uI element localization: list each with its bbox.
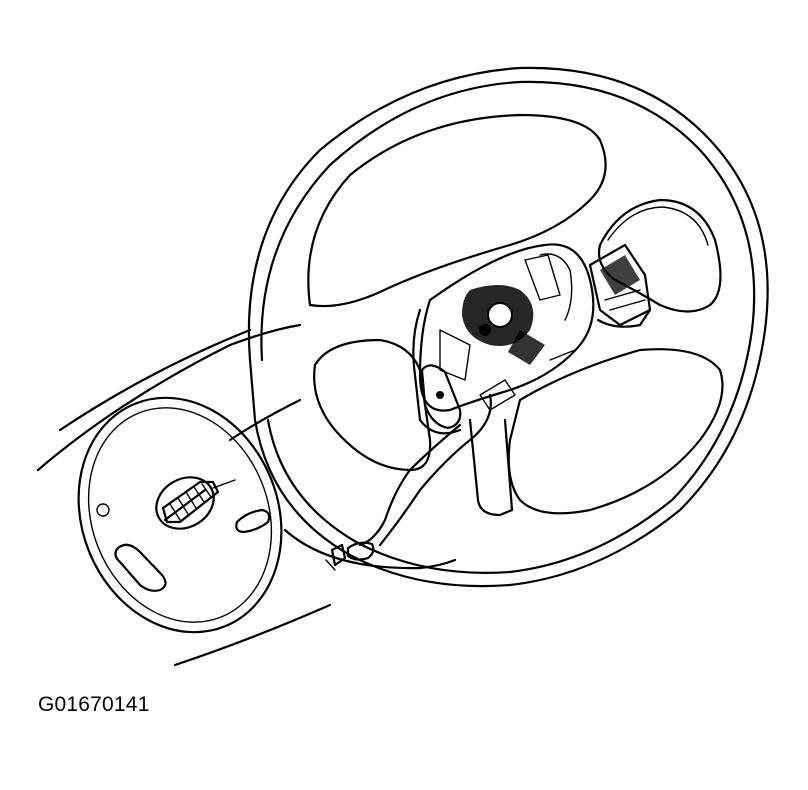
upper-spoke-opening [307,113,607,308]
steering-column-shroud [36,323,457,667]
cruise-control-switch [588,243,652,328]
figure-id-label: G01670141 [38,693,150,716]
lower-right-spoke-opening [507,348,724,515]
steering-wheel-rim [247,66,769,588]
lower-spoke [468,418,514,517]
airbag-wiring-lead [325,393,492,571]
steering-wheel-hub [412,243,595,435]
right-spoke-opening [597,198,722,313]
steering-shaft [155,476,236,530]
lower-left-spoke-opening [313,338,432,472]
steering-column-end-plate [77,396,283,634]
